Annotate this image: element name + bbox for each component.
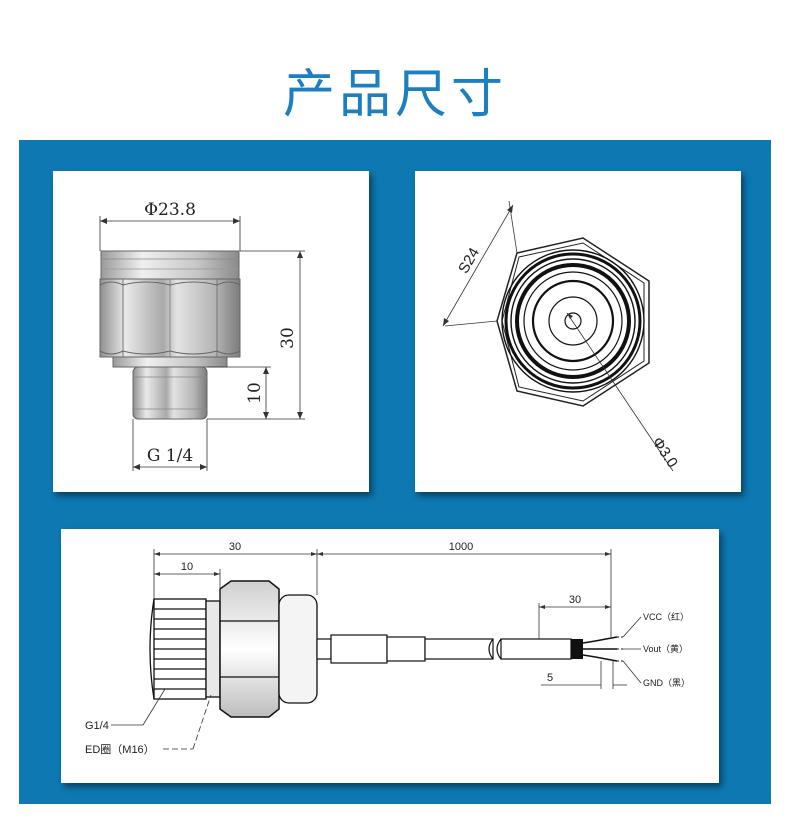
dim-thread-label: 10 (181, 561, 193, 573)
thread-label: G 1/4 (147, 446, 193, 466)
side-view-card: Φ23.8 30 10 G 1/4 (53, 171, 369, 492)
side-view-drawing: Φ23.8 30 10 G 1/4 (99, 200, 305, 471)
wire-label-vcc: VCC（红） (643, 611, 689, 622)
blue-panel: Φ23.8 30 10 G 1/4 (19, 140, 771, 804)
diameter-label: Φ23.8 (144, 200, 196, 220)
dim-cable-label: 1000 (449, 541, 473, 553)
page-title: 产品尺寸 (282, 65, 507, 125)
dim-strip-label: 30 (569, 594, 581, 606)
top-view-card: S24 Φ3.0 (415, 171, 741, 492)
height-thread-label: 10 (245, 382, 265, 404)
hex-size-label: S24 (455, 245, 483, 277)
top-view-drawing: S24 Φ3.0 (442, 200, 681, 472)
thread-callout: G1/4 (85, 720, 109, 732)
dim-body-label: 30 (229, 541, 241, 553)
cable-drawing: 30 1000 10 30 5 VCC（红） Vout（黄） GND（黑） (85, 541, 690, 756)
dim-wire-end-label: 5 (547, 672, 553, 684)
wire-label-gnd: GND（黑） (643, 678, 690, 688)
hole-diameter-label: Φ3.0 (649, 434, 681, 471)
height-total-label: 30 (278, 327, 298, 349)
seal-callout: ED圈（M16） (85, 743, 155, 756)
cable-drawing-card: 30 1000 10 30 5 VCC（红） Vout（黄） GND（黑） (61, 529, 719, 783)
wire-label-vout: Vout（黄） (643, 643, 688, 654)
